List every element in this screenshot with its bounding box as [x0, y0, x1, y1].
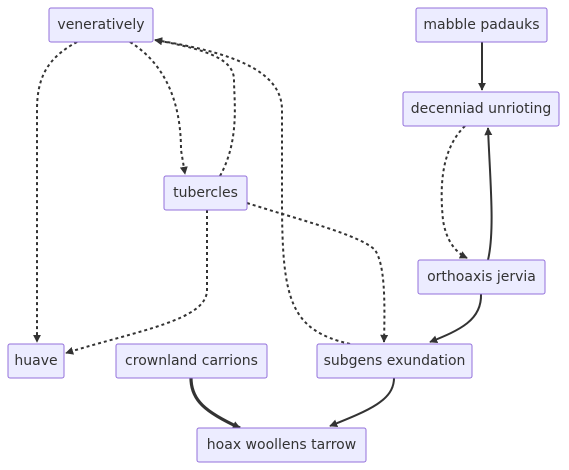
node-hoax[interactable]: hoax woollens tarrow: [196, 427, 367, 463]
edge-venerat-to-huave: [33, 41, 78, 343]
node-box: [402, 91, 560, 127]
node-crownl[interactable]: crownland carrions: [115, 343, 268, 379]
nodes-layer: veneratively mabble padauks decenniad unri…: [7, 7, 560, 463]
edge-crownl-to-hoax: [189, 377, 241, 430]
edge-tuberc-to-venerat: [154, 37, 236, 177]
node-venerat[interactable]: veneratively: [48, 7, 154, 43]
edge-decenn-to-orthoax: [440, 125, 468, 259]
node-huave[interactable]: huave: [7, 343, 65, 379]
node-box: [48, 7, 154, 43]
node-mabble[interactable]: mabble padauks: [415, 7, 548, 43]
node-label: huave: [14, 353, 57, 369]
node-label: veneratively: [57, 17, 144, 33]
node-orthoax[interactable]: orthoaxis jervia: [417, 259, 546, 295]
node-box: [115, 343, 268, 379]
node-tuberc[interactable]: tubercles: [163, 175, 248, 211]
edges-layer: [33, 37, 493, 430]
edge-tuberc-to-huave: [65, 210, 208, 355]
edge-orthoax-to-subgens: [429, 293, 483, 344]
node-label: hoax woollens tarrow: [207, 437, 356, 453]
node-label: orthoaxis jervia: [427, 269, 536, 285]
node-label: decenniad unrioting: [411, 101, 551, 117]
edge-venerat-to-tuberc: [129, 41, 188, 175]
node-box: [417, 259, 546, 295]
node-decenn[interactable]: decenniad unrioting: [402, 91, 560, 127]
node-box: [163, 175, 248, 211]
node-box: [316, 343, 473, 379]
node-label: subgens exundation: [324, 353, 466, 369]
node-label: mabble padauks: [423, 17, 539, 33]
edge-subgens-to-venerat: [154, 37, 351, 345]
node-subgens[interactable]: subgens exundation: [316, 343, 473, 379]
node-label: crownland carrions: [125, 353, 258, 369]
node-label: tubercles: [173, 185, 238, 201]
node-box: [7, 343, 65, 379]
edge-subgens-to-hoax: [329, 377, 395, 428]
node-box: [196, 427, 367, 463]
edge-orthoax-to-decenn: [484, 127, 493, 261]
edge-tuberc-to-subgens: [246, 202, 389, 343]
node-box: [415, 7, 548, 43]
